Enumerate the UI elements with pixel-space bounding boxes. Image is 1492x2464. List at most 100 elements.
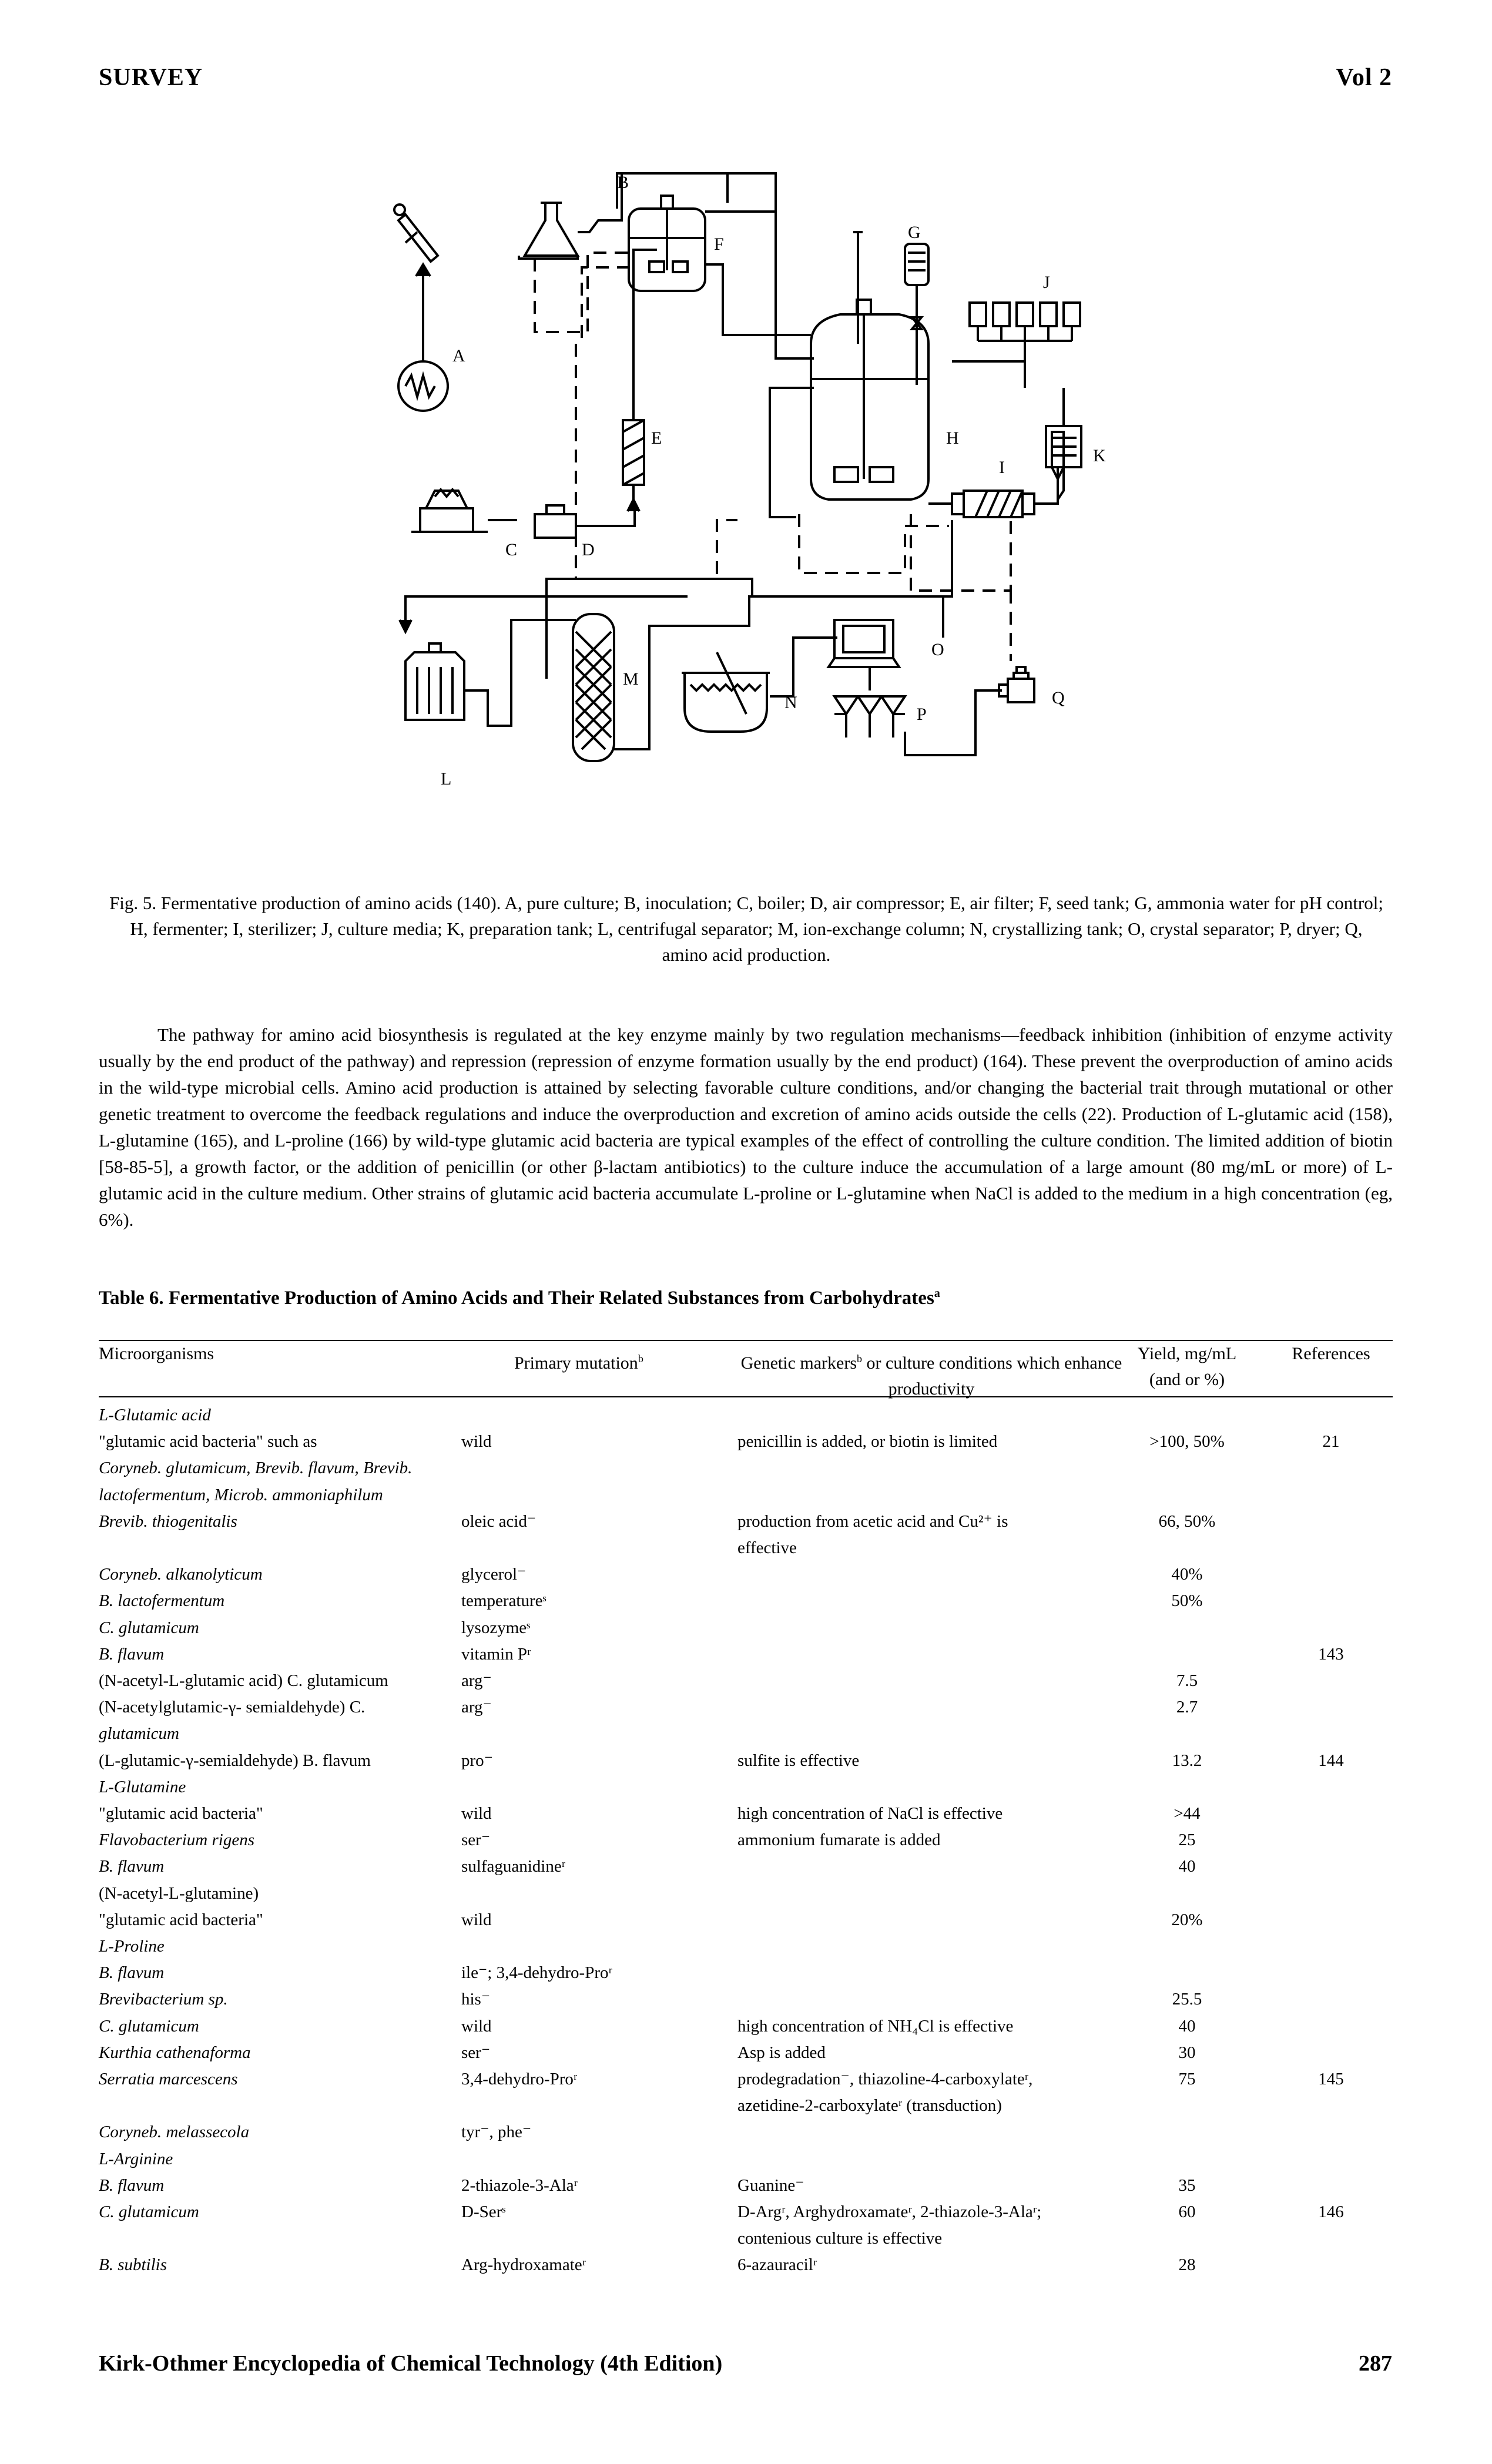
inoculation-flask-icon [518,202,610,260]
amino-acid-product-icon [998,666,1035,703]
figure-label: Q [1052,688,1065,708]
table-cell-organism: Coryneb. glutamicum, Brevib. flavum, Bre… [99,1459,413,1478]
table-cell-yield: 40 [1178,1857,1196,1876]
table-section-heading: L-Glutamine [99,1777,186,1796]
table-cell-mutation: wild [461,1804,492,1823]
table-cell-markers: high concentration of NaCl is effective [737,1804,1003,1823]
table-cell-mutation: wild [461,1432,492,1451]
table-cell-markers: Asp is added [737,2043,826,2062]
table-cell-markers: high concentration of NH₄Cl is effective [737,2016,1014,2036]
table-section-heading: L-Proline [99,1937,165,1956]
table-cell-organism: "glutamic acid bacteria" [99,1804,263,1823]
table-cell-yield: >44 [1174,1804,1201,1823]
table-cell-reference: 21 [1322,1432,1340,1451]
table-cell-organism: Serratia marcescens [99,2070,238,2088]
figure-label: P [917,705,927,724]
table-cell-mutation: arg⁻ [461,1698,492,1717]
table-cell-organism: (N-acetyl-L-glutamic acid) C. glutamicum [99,1671,388,1690]
table-cell-yield: 35 [1178,2175,1196,2195]
ammonia-water-icon [904,243,930,385]
table-section-heading: L-Glutamic acid [99,1406,211,1424]
table-cell-yield: 60 [1178,2202,1196,2221]
table-cell-mutation: sulfaguanidineʳ [461,1857,566,1876]
table-cell-organism: Kurthia cathenaforma [99,2043,251,2062]
boiler-icon [411,487,517,533]
seed-tank-icon [628,195,706,292]
table-cell-mutation: his⁻ [461,1990,491,2009]
figure-label: N [784,693,797,712]
ion-exchange-column-icon [572,613,615,762]
table-cell-mutation: 2-thiazole-3-Alaʳ [461,2175,578,2195]
table-cell-reference: 145 [1318,2070,1344,2088]
figure-label: F [714,234,724,254]
table-cell-mutation: ser⁻ [461,1831,491,1850]
table-cell-organism: lactofermentum, Microb. ammoniaphilum [99,1485,383,1504]
table-cell-organism: C. glutamicum [99,2202,199,2221]
table-cell-organism: Coryneb. melassecola [99,2123,250,2142]
figure-caption: Fig. 5. Fermentative production of amino… [109,893,1383,965]
table-cell-mutation: oleic acid⁻ [461,1511,537,1531]
table-cell-organism: C. glutamicum [99,2016,199,2036]
col-header-yield: Yield, mg/mL (and or %) [1137,1344,1237,1389]
col-header-primary-mutation: Primary mutationb [514,1353,643,1373]
table-top-rule [99,1340,1393,1341]
crystallizing-tank-icon [682,652,770,733]
table-cell-mutation: Arg-hydroxamateʳ [461,2255,586,2275]
sterilizer-icon [928,468,1059,518]
table-cell-mutation: wild [461,2016,492,2036]
culture-media-icon [952,301,1081,388]
table-cell-yield: 40 [1178,2016,1196,2036]
table-cell-organism: (N-acetyl-L-glutamine) [99,1883,259,1903]
table-cell-markers: effective [737,1538,797,1557]
table-cell-mutation: 3,4-dehydro-Proʳ [461,2070,578,2088]
footer-title: Kirk-Othmer Encyclopedia of Chemical Tec… [99,2351,723,2376]
table-cell-organism: B. subtilis [99,2255,167,2275]
figure-label: D [582,540,595,559]
table-cell-mutation: ser⁻ [461,2043,491,2062]
table-cell-organism: Brevib. thiogenitalis [99,1511,237,1531]
crystal-separator-icon [826,619,901,668]
pure-culture-icon [393,203,449,412]
air-filter-icon [622,249,657,502]
table-cell-markers: contenious culture is effective [737,2229,943,2248]
table-cell-yield: 66, 50% [1158,1511,1216,1531]
table-cell-mutation: vitamin Pʳ [461,1644,531,1664]
table-cell-mutation: glycerol⁻ [461,1565,527,1584]
table-cell-organism: glutamicum [99,1724,179,1744]
table-cell-markers: sulfite is effective [737,1751,860,1770]
table-cell-organism: (N-acetylglutamic-γ- semialdehyde) C. [99,1698,366,1717]
table-cell-yield: 28 [1178,2255,1196,2275]
dryer-icon [832,667,907,737]
table-cell-yield: 40% [1171,1565,1203,1584]
running-header-left: SURVEY [99,64,203,91]
centrifugal-separator-icon [398,619,465,721]
table-cell-organism: B. flavum [99,1857,165,1876]
figure-label: O [931,640,944,659]
table-cell-reference: 144 [1318,1751,1344,1770]
table-cell-yield: >100, 50% [1149,1432,1225,1451]
table-cell-organism: "glutamic acid bacteria" such as [99,1432,317,1451]
body-paragraph: The pathway for amino acid biosynthesis … [99,1024,1393,1230]
table-cell-yield: 30 [1178,2043,1196,2062]
table-cell-mutation: lysozymeˢ [461,1618,531,1637]
table-cell-markers: Guanine⁻ [737,2175,804,2195]
figure-label: J [1043,273,1050,292]
table-cell-yield: 25.5 [1172,1990,1202,2009]
table-cell-yield: 13.2 [1172,1751,1202,1770]
figure-label: L [441,769,451,789]
table-cell-mutation: tyr⁻, phe⁻ [461,2123,532,2142]
figure-label: H [946,428,959,448]
table-cell-organism: Coryneb. alkanolyticum [99,1565,263,1584]
col-header-references: References [1292,1344,1370,1363]
table-cell-mutation: D-Serˢ [461,2202,506,2221]
table-cell-yield: 7.5 [1176,1671,1198,1690]
table-cell-mutation: temperatureˢ [461,1591,546,1611]
figure-label: E [651,428,662,448]
table-cell-markers: azetidine-2-carboxylateʳ (transduction) [737,2096,1002,2116]
page-number: 287 [1359,2351,1392,2376]
table-cell-yield: 75 [1178,2070,1196,2088]
figure-5-schematic: A B C D E F G H I J K L M N O P Q [364,167,1175,861]
table-cell-organism: B. flavum [99,1644,165,1664]
preparation-tank-icon [1045,388,1082,501]
running-header-right: Vol 2 [1336,64,1392,91]
